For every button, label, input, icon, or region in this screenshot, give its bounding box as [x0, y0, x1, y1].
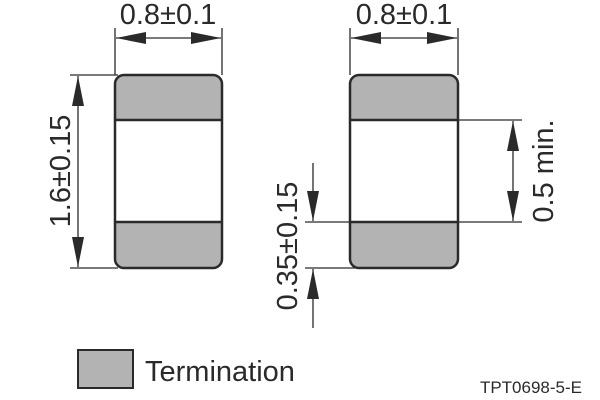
right-chip: [348, 73, 460, 270]
bottom-termination: [350, 222, 458, 268]
left-chip: [113, 73, 224, 270]
bottom-termination: [115, 222, 222, 268]
top-termination: [350, 75, 458, 120]
legend-termination-swatch: [77, 349, 134, 389]
gap-dimension: 0.5 min.: [458, 119, 560, 223]
top-termination: [115, 75, 222, 120]
termination-length-dimension: 0.35±0.15: [272, 163, 355, 328]
drawing-code: TPT0698-5-E: [480, 378, 582, 397]
left-width-label: 0.8±0.1: [120, 0, 217, 31]
left-width-dimension: 0.8±0.1: [114, 0, 223, 75]
gap-label: 0.5 min.: [528, 119, 560, 222]
right-width-dimension: 0.8±0.1: [349, 0, 459, 75]
left-length-dimension: 1.6±0.15: [45, 74, 118, 269]
left-length-label: 1.6±0.15: [45, 115, 77, 228]
legend-termination-label: Termination: [145, 356, 295, 388]
right-width-label: 0.8±0.1: [356, 0, 453, 31]
legend: Termination: [77, 349, 295, 389]
termination-length-label: 0.35±0.15: [272, 182, 304, 311]
